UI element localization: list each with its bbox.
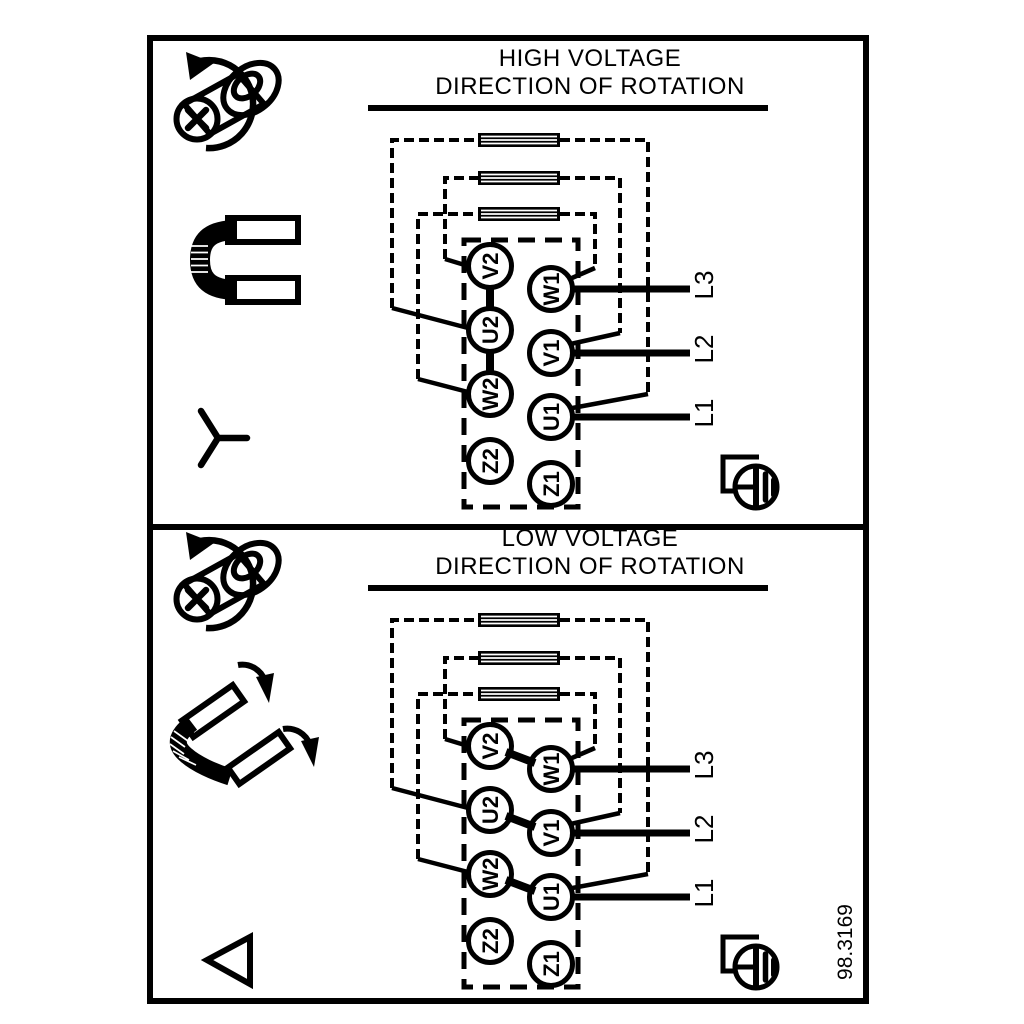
- panel-subtitle: DIRECTION OF ROTATION: [435, 553, 745, 580]
- terminal-label-u2: U2: [478, 316, 503, 344]
- panel-title: HIGH VOLTAGE: [499, 45, 681, 72]
- panel-low-voltage: LOW VOLTAGE DIRECTION OF ROTATION V2 U2 …: [147, 524, 869, 1004]
- panel-border: [147, 524, 869, 1004]
- line-label-l1: L1: [689, 399, 719, 428]
- delta-connection-icon: [200, 931, 253, 990]
- terminal-label-w1: W1: [539, 753, 564, 786]
- panel-high-voltage: HIGH VOLTAGE DIRECTION OF ROTATION V2 U2…: [147, 35, 869, 530]
- jumper-link-icon: [189, 215, 301, 305]
- jumper-reposition-icon: [169, 661, 319, 789]
- terminal-label-u2: U2: [478, 796, 503, 824]
- line-label-l2: L2: [689, 335, 719, 364]
- figure-number: 98.3169: [834, 904, 857, 980]
- terminal-label-v2: V2: [478, 253, 503, 280]
- line-label-l3: L3: [689, 751, 719, 780]
- terminal-label-w2: W2: [478, 858, 503, 891]
- terminal-label-z2: Z2: [478, 448, 503, 474]
- terminal-label-v1: V1: [539, 820, 564, 847]
- line-label-l2: L2: [689, 815, 719, 844]
- rotate-arrow-icon: [282, 725, 319, 767]
- wiring-high-voltage: [392, 133, 690, 507]
- terminal-label-v1: V1: [539, 340, 564, 367]
- terminal-label-w2: W2: [478, 378, 503, 411]
- title-underline: [368, 585, 768, 591]
- terminal-label-z1: Z1: [539, 951, 564, 977]
- line-label-l1: L1: [689, 879, 719, 908]
- terminal-label-w1: W1: [539, 273, 564, 306]
- terminal-label-u1: U1: [539, 403, 564, 431]
- bridge-link-w2-u1: [504, 876, 537, 895]
- terminal-label-u1: U1: [539, 883, 564, 911]
- star-connection-icon: [197, 407, 251, 469]
- bridge-link-u2-v1: [504, 812, 537, 831]
- terminal-label-v2: V2: [478, 733, 503, 760]
- terminal-label-z2: Z2: [478, 928, 503, 954]
- terminal-label-z1: Z1: [539, 471, 564, 497]
- line-label-l3: L3: [689, 271, 719, 300]
- bridge-link-v2-w1: [504, 748, 537, 767]
- panel-subtitle: DIRECTION OF ROTATION: [435, 73, 745, 100]
- rotate-arrow-icon: [237, 661, 274, 703]
- title-underline: [368, 105, 768, 111]
- wiring-low-voltage: [392, 613, 690, 987]
- panel-title: LOW VOLTAGE: [502, 525, 679, 552]
